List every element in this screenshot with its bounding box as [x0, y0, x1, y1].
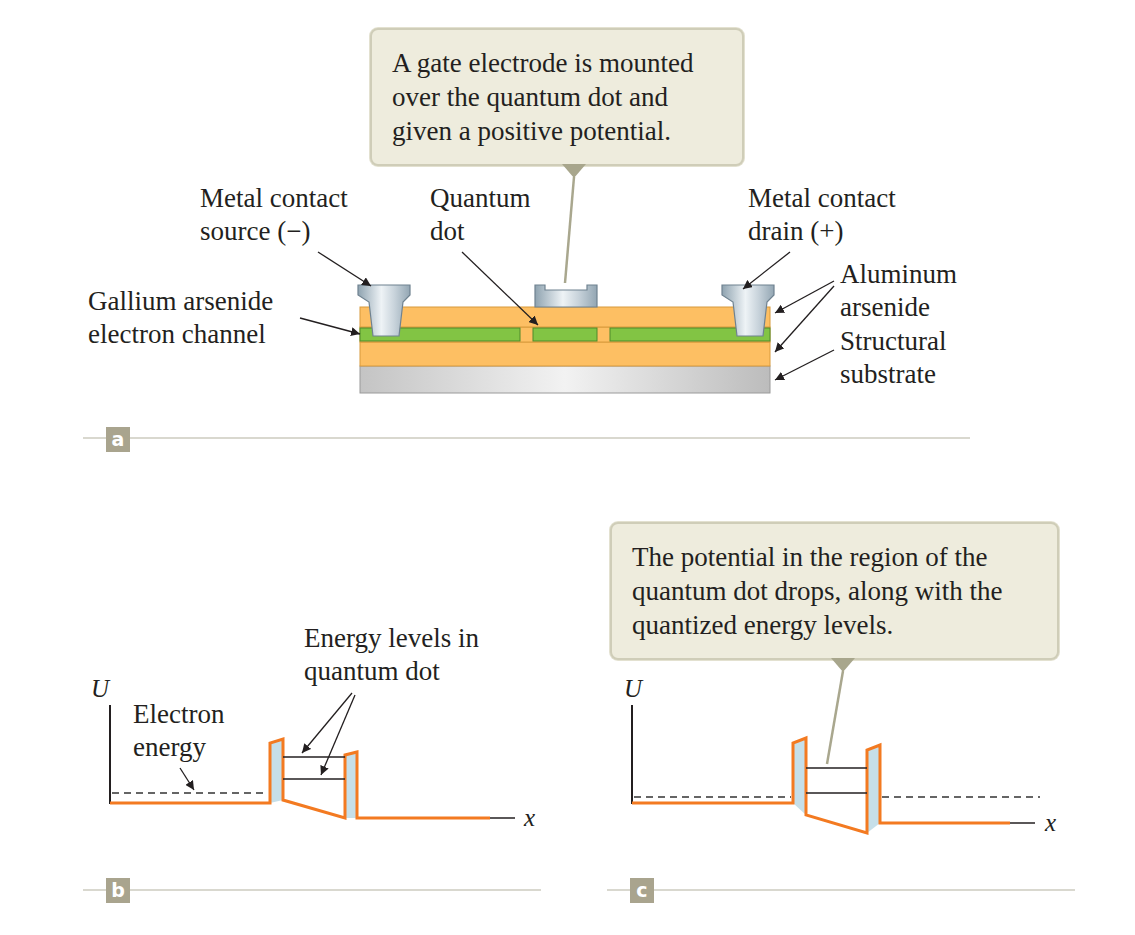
leader-line [775, 350, 834, 380]
alas-layer [360, 307, 770, 327]
part-label: Metal contact drain (+) [748, 182, 923, 248]
potential-profile [632, 738, 1010, 833]
energy-level [806, 792, 867, 794]
substrate-layer [360, 366, 770, 393]
leader-line [180, 768, 194, 790]
electron-energy-line [634, 796, 791, 798]
leader-line [775, 286, 834, 352]
axis-line [1010, 822, 1035, 824]
panel-letter: a [106, 427, 130, 451]
callout-pointer [831, 658, 855, 672]
leader-line [318, 252, 371, 286]
panel-rule [607, 889, 1075, 891]
gate-electrode [535, 285, 597, 307]
annotation-label: Electron energy [133, 698, 258, 764]
drain-contact [722, 285, 774, 336]
barrier-fill [867, 745, 880, 833]
energy-level [806, 767, 867, 769]
callout-box: A gate electrode is mounted over the qua… [370, 28, 744, 166]
alas-layer [360, 342, 770, 366]
barrier-fill [793, 738, 806, 815]
axis-line [631, 705, 633, 804]
leader-line [302, 693, 352, 753]
callout-text: The potential in the region of the quant… [632, 540, 1037, 642]
callout-pointer [562, 164, 586, 178]
panel-badge: c [630, 878, 654, 903]
callout-box: The potential in the region of the quant… [610, 522, 1059, 660]
leader-line [462, 252, 538, 325]
callout-pointer [831, 658, 855, 672]
panel-rule [83, 437, 970, 439]
panel-rule [83, 889, 541, 891]
leader-line [300, 318, 360, 334]
leader-line [743, 252, 790, 289]
layer-label: Gallium arsenide electron channel [88, 285, 303, 351]
source-contact [358, 285, 410, 336]
axis-label: U [91, 672, 109, 705]
axis-line [490, 817, 515, 819]
electron-energy-line [882, 796, 1040, 798]
barrier-fill [345, 752, 357, 818]
callout-leader [565, 177, 574, 283]
axis-label: U [624, 672, 642, 705]
callout-leader [827, 671, 843, 764]
energy-level [283, 756, 345, 758]
part-label: Metal contact source (−) [200, 182, 375, 248]
leader-line [775, 281, 834, 313]
callout-text: A gate electrode is mounted over the qua… [392, 46, 722, 148]
leader-line [321, 695, 355, 775]
axis-line [109, 705, 111, 804]
panel-letter: c [630, 878, 654, 902]
part-label: Quantum dot [430, 182, 560, 248]
layer-label: Structural substrate [840, 325, 985, 391]
barrier-fill [270, 739, 283, 803]
layer-label: Aluminum arsenide [840, 258, 985, 324]
electron-energy-line [112, 792, 268, 794]
quantum-dot [533, 328, 597, 341]
energy-level [283, 778, 345, 780]
axis-label: x [524, 801, 535, 834]
axis-label: x [1045, 806, 1056, 839]
panel-badge: b [106, 878, 130, 903]
panel-letter: b [106, 878, 130, 902]
callout-pointer [562, 164, 586, 178]
panel-badge: a [106, 427, 130, 452]
barrier-band [360, 327, 770, 342]
annotation-label: Energy levels in quantum dot [304, 622, 509, 688]
